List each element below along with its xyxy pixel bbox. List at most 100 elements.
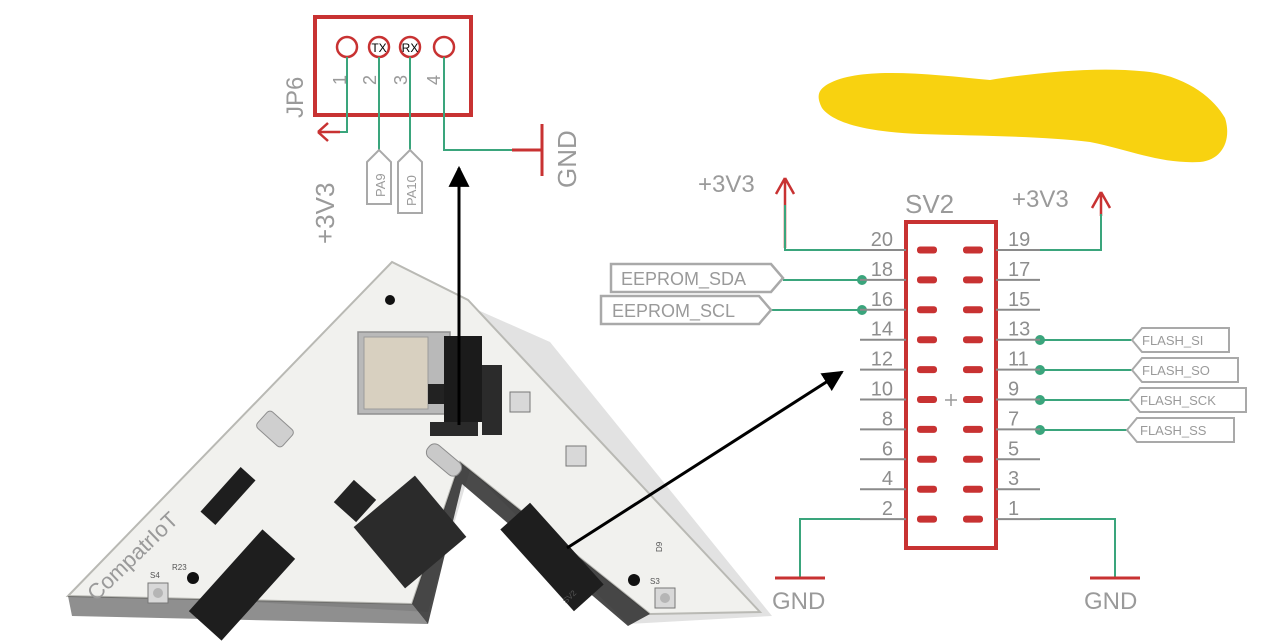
jp6-pin-number-4: 4 xyxy=(424,75,444,85)
sv2-right-pad xyxy=(963,425,983,433)
silkscreen-s4: S4 xyxy=(150,571,160,580)
sv2-left-pin-number: 8 xyxy=(882,408,893,430)
mount-hole-right xyxy=(628,574,640,586)
pa10-tag-shape xyxy=(397,148,423,214)
jp6-gnd-symbol xyxy=(512,124,544,176)
sv2-wire-pin19 xyxy=(1040,214,1102,251)
sv2-right-pad xyxy=(963,515,983,523)
jp6-wire-pin4 xyxy=(443,57,512,151)
sv2-left-pad xyxy=(917,485,937,493)
sv2-right-pad xyxy=(963,276,983,284)
sv2-right-pin-number: 11 xyxy=(1008,349,1029,371)
flash-sck-net: FLASH_SCK xyxy=(1035,387,1247,413)
silkscreen-r23: R23 xyxy=(172,563,187,572)
jp6-power-arrow xyxy=(317,122,340,142)
sv2-left-pin-number: 20 xyxy=(871,229,893,251)
sv2-right-pad xyxy=(963,366,983,374)
eeprom-scl-tag xyxy=(599,294,773,326)
sv2-power-right-label: +3V3 xyxy=(1012,186,1069,213)
sv2-left-pin-number: 6 xyxy=(882,438,893,460)
sv2-power-right-arrow xyxy=(1090,191,1112,216)
sv2-ref: SV2 xyxy=(905,189,954,219)
sv2-gnd-right-label: GND xyxy=(1084,588,1137,615)
crystal xyxy=(425,443,463,477)
sv2-right-pin-number: 9 xyxy=(1008,379,1019,401)
mcu-chip xyxy=(353,475,467,589)
jp6-wire-pin1 xyxy=(318,57,348,133)
esp-shield xyxy=(363,336,429,410)
pa10-tag-label: PA10 xyxy=(404,175,419,206)
sv2-left-pin-number: 12 xyxy=(871,349,893,371)
sv2-left-pad xyxy=(917,276,937,284)
sv2-power-left-label: +3V3 xyxy=(698,171,755,198)
sv2-right-pad xyxy=(963,306,983,314)
sv2-right-pad xyxy=(963,396,983,403)
flash-sck-label: FLASH_SCK xyxy=(1140,393,1216,408)
sv2-right-pad xyxy=(963,485,983,493)
sv2-left-pad xyxy=(917,455,937,463)
jp6-pin-1-circle xyxy=(335,35,359,59)
sv2-right-pin-number: 15 xyxy=(1008,289,1030,311)
sv2-left-pin-number: 16 xyxy=(871,289,893,311)
sv2-left-pad xyxy=(917,425,937,433)
sv2-right-pin-number: 3 xyxy=(1008,468,1019,490)
sv2-right-pin-number: 17 xyxy=(1008,259,1030,281)
sv2-left-pad xyxy=(917,515,937,523)
sv2-left-pad xyxy=(917,306,937,314)
sv2-wire-pin20 xyxy=(784,205,860,251)
sv2-gnd-left-label: GND xyxy=(772,588,825,615)
sv2-right-pin-number: 13 xyxy=(1008,319,1030,341)
button-top xyxy=(509,391,531,413)
sv2-left-pad xyxy=(917,246,937,254)
pcb-board: CompatrIoT S4 S3 R23 D9 SV2 xyxy=(65,260,772,641)
pcb-outline xyxy=(65,260,763,616)
flash-so-label: FLASH_SO xyxy=(1142,363,1210,378)
sv2-left-pad xyxy=(917,366,937,374)
sv2-left-pad xyxy=(917,336,937,344)
middle-pin-header xyxy=(333,479,377,523)
sv2-wire-pin2 xyxy=(799,518,860,578)
pa9-tag-label: PA9 xyxy=(373,173,388,197)
jp6-pin-label-rx: RX xyxy=(402,41,419,55)
jp6-ref: JP6 xyxy=(282,77,309,118)
silkscreen-s3: S3 xyxy=(650,577,660,586)
right-angle-header xyxy=(482,365,502,435)
jp6-pin-label-tx: TX xyxy=(371,41,386,55)
flash-sck-tag xyxy=(1128,387,1247,413)
sv2-left-pad xyxy=(917,396,937,403)
left-header-large xyxy=(188,529,296,641)
sv2-left-pin-number: 2 xyxy=(882,498,893,520)
sv2-origin-mark xyxy=(945,394,957,406)
eeprom-sda-tag xyxy=(609,262,785,294)
jp6-pin-number-2: 2 xyxy=(360,75,380,85)
sv2-body xyxy=(904,220,998,550)
flash-ss-net: FLASH_SS xyxy=(1035,417,1235,443)
flash-so-tag xyxy=(1130,357,1239,383)
jp6-gnd-label: GND xyxy=(552,130,582,188)
sv2-right-pad xyxy=(963,336,983,344)
button-s3-cap xyxy=(660,593,670,603)
sv2-connector: SV2 +3V3 +3V3 GND GND EEPROM_SDA EEPROM_… xyxy=(599,171,1247,615)
jp6-power-label: +3V3 xyxy=(310,183,340,244)
usb-c-connector xyxy=(256,410,294,448)
sv2-header-on-board xyxy=(500,502,604,612)
sv2-right-pad xyxy=(963,455,983,463)
jp6-connector: TX RX 1 2 3 4 JP6 +3V3 GND PA9 PA10 xyxy=(282,15,582,244)
jp6-pin-number-1: 1 xyxy=(330,75,350,85)
sv2-right-pin-number: 7 xyxy=(1008,408,1019,430)
mount-hole-left xyxy=(187,572,199,584)
eeprom-sda-label: EEPROM_SDA xyxy=(621,269,746,290)
jp6-pin-number-3: 3 xyxy=(391,75,411,85)
button-mid xyxy=(565,445,587,467)
sv2-right-pad xyxy=(963,246,983,254)
flash-si-net: FLASH_SI xyxy=(1035,327,1230,353)
sv2-wire-pin1 xyxy=(1040,518,1116,578)
jp6-body xyxy=(313,15,473,117)
flash-ss-label: FLASH_SS xyxy=(1140,423,1207,438)
esp-antenna-block xyxy=(428,384,444,404)
eeprom-scl-label: EEPROM_SCL xyxy=(612,301,735,322)
pa9-tag-shape xyxy=(366,148,392,205)
arrow-to-sv2 xyxy=(566,370,844,550)
pin-row-bottom xyxy=(430,422,478,436)
